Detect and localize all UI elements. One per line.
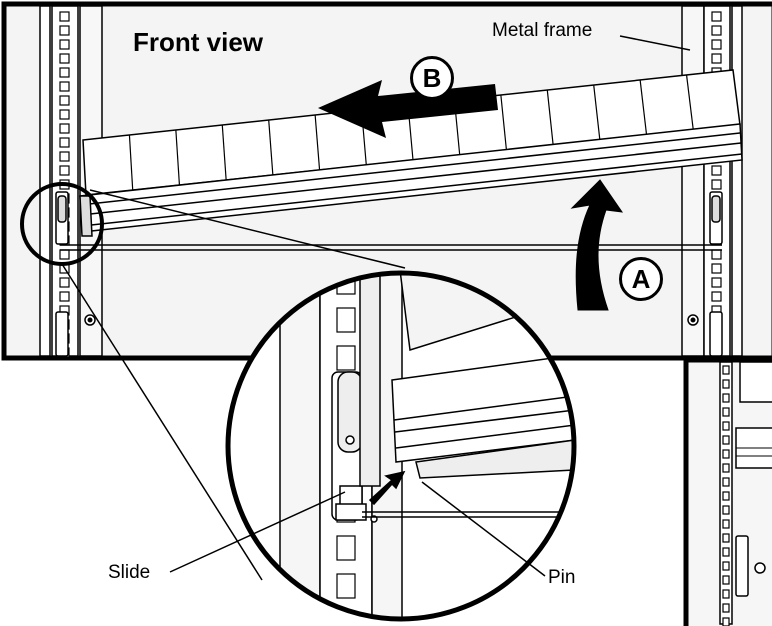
rail-hole — [59, 123, 70, 134]
zoom-detail — [225, 270, 577, 622]
rail-hole — [59, 11, 70, 22]
rail-hole — [722, 519, 730, 529]
rail-hole — [711, 53, 722, 64]
rail-hole — [711, 277, 722, 288]
metal-frame-label: Metal frame — [492, 20, 593, 41]
rail-hole — [722, 561, 730, 571]
rail-hole — [59, 25, 70, 36]
rail-hole — [722, 589, 730, 599]
rail-hole — [711, 165, 722, 176]
shelf-rail — [60, 244, 722, 251]
rail-hole — [336, 573, 356, 599]
rail-hole — [722, 379, 730, 389]
rail-hole — [59, 67, 70, 78]
rail-hole — [722, 365, 730, 375]
rail-hole — [711, 249, 722, 260]
drive-slot-divider — [500, 94, 508, 151]
rail-hole — [711, 263, 722, 274]
rail-hole — [711, 25, 722, 36]
rack-screws — [84, 314, 699, 326]
rail-hole — [336, 535, 356, 561]
rail-hole — [722, 407, 730, 417]
rail-hole — [722, 463, 730, 473]
rail-hole — [59, 249, 70, 260]
rail-hole — [59, 165, 70, 176]
rail-hole — [59, 277, 70, 288]
rail-hole — [722, 575, 730, 585]
rail-hole — [59, 109, 70, 120]
rail-hole — [722, 617, 730, 626]
drive-slot-divider — [685, 74, 694, 131]
rail-hole — [722, 533, 730, 543]
drive-slot-divider — [221, 124, 227, 181]
step-a-badge: A — [619, 257, 663, 301]
rail-hole — [711, 179, 722, 190]
rail-hole — [722, 435, 730, 445]
rail-hole — [722, 603, 730, 613]
rail-hole — [59, 137, 70, 148]
rail-hole — [59, 151, 70, 162]
drive-slot-divider — [593, 84, 601, 141]
rail-hole — [59, 39, 70, 50]
zoom-line-top — [89, 189, 406, 269]
front-view-title: Front view — [133, 27, 264, 57]
rail-hole — [711, 11, 722, 22]
zoom-line-bottom — [61, 263, 263, 581]
rail-hole — [59, 53, 70, 64]
rail-hole — [722, 547, 730, 557]
slide-brackets — [55, 191, 723, 357]
slide-leader — [169, 491, 346, 573]
metal-frame-leader — [619, 35, 691, 51]
drive-slot-divider — [268, 119, 274, 176]
rail-hole — [722, 449, 730, 459]
rail-hole — [711, 39, 722, 50]
rail-hole — [722, 491, 730, 501]
rail-hole — [336, 345, 356, 371]
drive-slot-divider — [175, 129, 181, 186]
pin-leader — [421, 481, 546, 577]
arrow-b — [318, 80, 498, 138]
rail-hole — [59, 95, 70, 106]
pin-label: Pin — [548, 567, 576, 588]
drive-slot-divider — [639, 79, 648, 136]
rail-hole — [722, 477, 730, 487]
step-b-badge: B — [410, 56, 454, 100]
rail-hole — [711, 291, 722, 302]
secondary-detail-panel — [683, 357, 772, 626]
rail-hole — [336, 307, 356, 333]
drive-slot-divider — [314, 114, 321, 171]
right-rack-rail — [681, 5, 743, 358]
rail-hole — [722, 505, 730, 515]
slide-label: Slide — [108, 562, 151, 583]
rail-hole — [59, 291, 70, 302]
rail-hole — [722, 393, 730, 403]
rail-hole — [59, 81, 70, 92]
arrow-a — [570, 179, 624, 311]
drive-slot-divider — [546, 89, 554, 146]
rail-hole — [722, 421, 730, 431]
drive-slot-divider — [128, 134, 134, 191]
